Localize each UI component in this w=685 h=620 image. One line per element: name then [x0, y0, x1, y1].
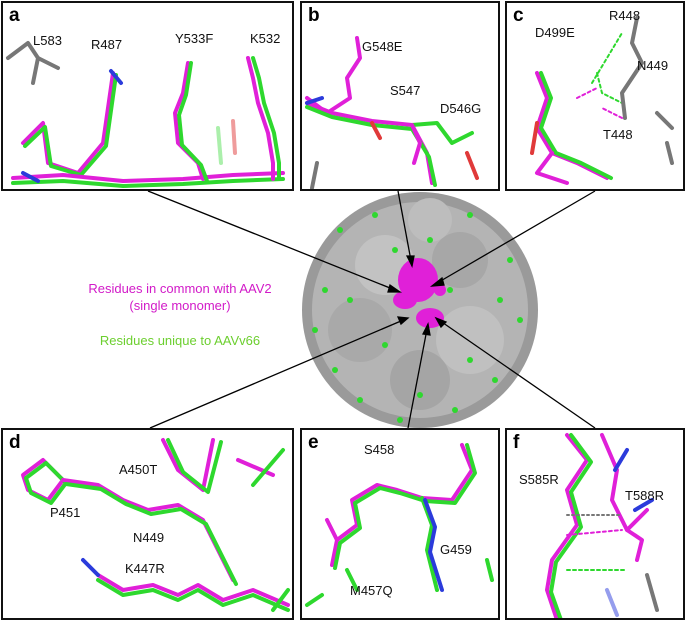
residue-label: T448: [603, 127, 633, 142]
residue-label: K532: [250, 31, 281, 46]
panel-a: a L583 R487 Y533F K532: [1, 1, 294, 191]
panel-d-structure: [21, 438, 290, 612]
residue-label: G548E: [362, 39, 403, 54]
legend-common: Residues in common with AAV2 (single mon…: [60, 280, 300, 314]
panel-e-label: e: [308, 432, 319, 453]
residue-label: D499E: [535, 25, 575, 40]
panel-f-label: f: [513, 432, 520, 453]
legend-common-line2: (single monomer): [129, 298, 231, 313]
panel-c-label: c: [513, 5, 524, 26]
panel-b: b G548E S547 D546G: [300, 1, 500, 191]
capsid-surface: [302, 192, 538, 428]
legend-unique: Residues unique to AAVv66: [99, 333, 261, 348]
residue-label: N449: [637, 58, 669, 73]
panel-b-structure: [305, 36, 479, 189]
unique-residue-spots: [312, 212, 523, 423]
panel-f-structure: [545, 433, 659, 618]
callout-arrows: [147, 190, 596, 429]
panel-f: f S585R T588R: [505, 428, 685, 620]
common-residue-patch: [393, 258, 446, 328]
residue-label: N449: [133, 530, 165, 545]
residue-label: Y533F: [175, 31, 214, 46]
panel-a-label: a: [9, 5, 20, 26]
panel-b-label: b: [308, 5, 320, 26]
residue-label: R448: [609, 8, 641, 23]
residue-label: S585R: [519, 472, 559, 487]
residue-label: R487: [91, 37, 123, 52]
residue-label: T588R: [625, 488, 665, 503]
panel-d: d A450T P451 N449 K447R: [1, 428, 294, 620]
residue-label: D546G: [440, 101, 482, 116]
residue-label: S458: [364, 442, 395, 457]
panel-d-label: d: [9, 432, 21, 453]
panel-e-structure: [305, 443, 494, 607]
residue-label: M457Q: [350, 583, 393, 598]
residue-label: L583: [33, 33, 62, 48]
residue-label: P451: [50, 505, 81, 520]
panel-c-structure: [530, 16, 674, 185]
panel-a-structure: [6, 41, 285, 188]
residue-label: S547: [390, 83, 421, 98]
panel-e: e S458 G459 M457Q: [300, 428, 500, 620]
panel-c: c R448 D499E N449 T448: [505, 1, 685, 191]
residue-label: G459: [440, 542, 472, 557]
residue-label: K447R: [125, 561, 165, 576]
residue-label: A450T: [119, 462, 158, 477]
legend-common-line1: Residues in common with AAV2: [88, 281, 272, 296]
